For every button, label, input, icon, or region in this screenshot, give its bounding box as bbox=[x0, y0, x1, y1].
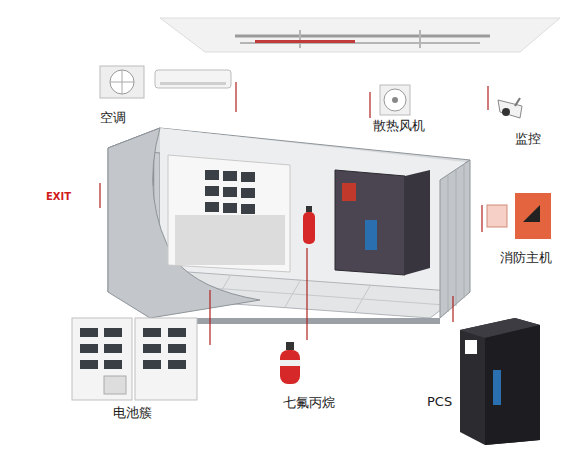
part-label: 监控 bbox=[515, 131, 541, 147]
part-label: 七氟丙烷 bbox=[283, 395, 335, 411]
part-label: 消防主机 bbox=[500, 250, 552, 266]
exit-sign-text: EXIT bbox=[46, 191, 71, 203]
part-label: 空调 bbox=[100, 110, 126, 126]
part-label: PCS bbox=[427, 394, 452, 410]
part-label: 电池簇 bbox=[113, 405, 152, 421]
part-label: 散热风机 bbox=[373, 118, 425, 134]
